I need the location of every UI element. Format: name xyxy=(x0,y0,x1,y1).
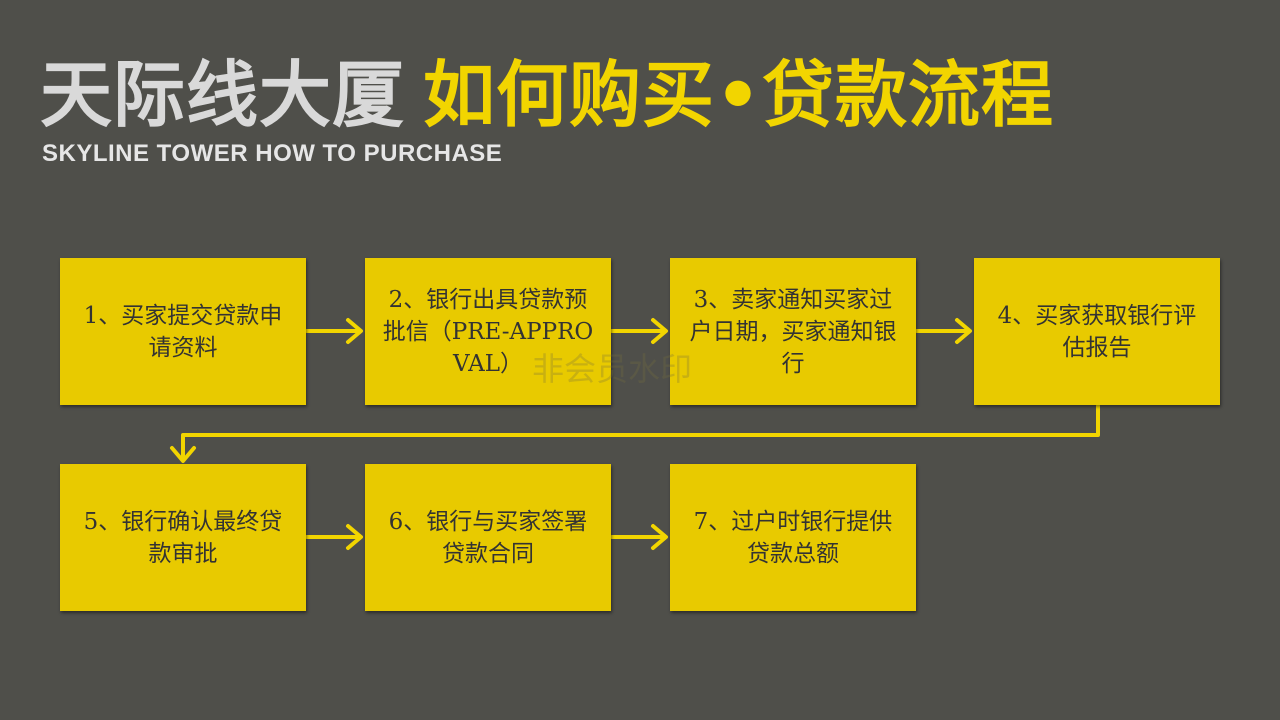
arrow-6-to-7 xyxy=(610,524,668,550)
page-title: 天际线大厦如何购买•贷款流程 xyxy=(40,52,1054,138)
page-subtitle: SKYLINE TOWER HOW TO PURCHASE xyxy=(42,140,503,167)
step-4-box: 4、买家获取银行评估报告 xyxy=(974,258,1220,405)
arrow-3-to-4 xyxy=(915,318,972,344)
title-main: 天际线大厦 xyxy=(40,53,406,137)
title-accent: 如何购买•贷款流程 xyxy=(423,53,1055,137)
step-1-text: 1、买家提交贷款申请资料 xyxy=(83,302,283,361)
step-2-box: 2、银行出具贷款预批信（PRE-APPROVAL） xyxy=(365,258,611,405)
step-7-box: 7、过户时银行提供贷款总额 xyxy=(670,464,916,611)
step-3-text: 3、卖家通知买家过户日期，买家通知银行 xyxy=(689,286,897,377)
watermark: 非会员水印 xyxy=(532,350,693,388)
step-7-text: 7、过户时银行提供贷款总额 xyxy=(693,508,893,567)
arrow-2-to-3 xyxy=(610,318,668,344)
step-2-text: 2、银行出具贷款预批信（PRE-APPROVAL） xyxy=(382,286,594,377)
step-5-box: 5、银行确认最终贷款审批 xyxy=(60,464,306,611)
step-5-text: 5、银行确认最终贷款审批 xyxy=(83,508,283,567)
arrow-4-to-5 xyxy=(170,404,1100,463)
step-4-text: 4、买家获取银行评估报告 xyxy=(997,302,1197,361)
step-6-box: 6、银行与买家签署贷款合同 xyxy=(365,464,611,611)
arrow-5-to-6 xyxy=(305,524,363,550)
step-3-box: 3、卖家通知买家过户日期，买家通知银行 xyxy=(670,258,916,405)
step-1-box: 1、买家提交贷款申请资料 xyxy=(60,258,306,405)
arrow-1-to-2 xyxy=(305,318,363,344)
step-6-text: 6、银行与买家签署贷款合同 xyxy=(388,508,588,567)
